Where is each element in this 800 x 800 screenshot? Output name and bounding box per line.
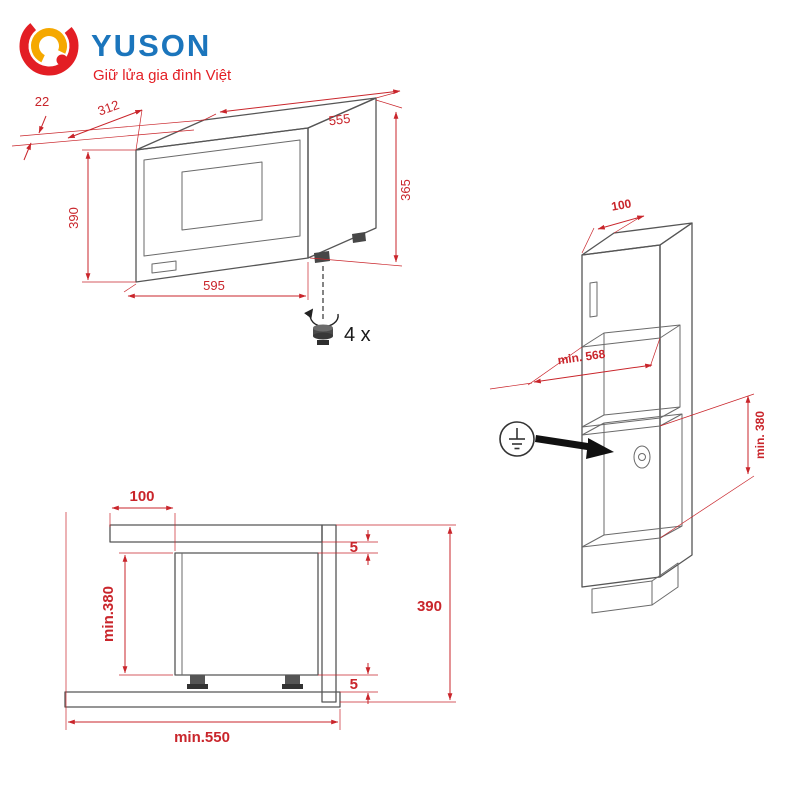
brand-logo: YUSON Giữ lửa gia đình Việt — [15, 8, 315, 92]
microwave-outline — [135, 97, 377, 283]
dim-height-side-label: 365 — [398, 179, 413, 201]
dim-width-bottom-label: 595 — [203, 278, 225, 293]
niche-section-diagram: 100 min.380 5 5 — [30, 480, 470, 780]
dimension-min550: min.550 — [65, 512, 341, 746]
brand-logo-icon — [19, 16, 79, 76]
dimension-min-380: min. 380 — [659, 393, 767, 539]
dim-gap-bottom-label: 5 — [350, 676, 358, 693]
cabinet-installation-diagram: 100 min. 568 min. 380 — [470, 195, 800, 615]
microwave-section-outline — [174, 552, 319, 676]
cabinet-outline — [581, 222, 693, 614]
dimension-390: 390 — [66, 149, 136, 283]
dimension-section-390: 390 — [336, 524, 456, 703]
cabinet-installation-svg: 100 min. 568 min. 380 — [489, 196, 767, 614]
dim-niche-height-label: min. 380 — [753, 411, 767, 459]
dimension-312: 312 — [67, 97, 143, 151]
dimension-gap-top: 5 — [318, 530, 378, 565]
dim-gap-top-label: 5 — [350, 539, 358, 556]
foot-icon — [313, 324, 333, 345]
power-outlet-icon — [633, 445, 651, 469]
dim-niche-width-label: min. 568 — [557, 347, 607, 368]
cabinet-door-handle — [589, 281, 598, 318]
rotation-arrow-icon — [304, 308, 339, 328]
dim-total-height-label: 390 — [417, 598, 442, 615]
dimension-cabinet-100: 100 — [581, 196, 645, 254]
dimension-section-min380: min.380 — [100, 552, 173, 676]
brand-name: YUSON — [91, 28, 211, 63]
niche-section-svg: 100 min.380 5 5 — [64, 488, 456, 746]
outlet-pointer-arrow-icon — [535, 435, 614, 459]
microwave-dimensions-diagram: 22 312 555 390 365 — [8, 88, 448, 388]
dimension-section-100: 100 — [109, 488, 176, 551]
niche-structure-outline — [64, 524, 341, 708]
microwave-dimensions-svg: 22 312 555 390 365 — [11, 89, 413, 346]
dimension-min-568: min. 568 — [489, 337, 661, 390]
dim-cabinet-top-depth-label: 100 — [610, 196, 632, 213]
foot-attached-front — [314, 251, 330, 263]
microwave-feet-icons — [187, 675, 303, 689]
earth-ground-icon — [499, 421, 535, 457]
foot-mounting-detail: 4 x — [304, 266, 371, 346]
dim-niche-interior-label: min.380 — [100, 586, 117, 642]
dim-depth-label: 312 — [96, 97, 122, 119]
dimension-555: 555 — [203, 89, 401, 129]
dimension-365: 365 — [309, 99, 413, 267]
feet-count-label: 4 x — [344, 324, 371, 346]
dimension-595: 595 — [123, 262, 309, 300]
dim-width-top-label: 555 — [328, 111, 351, 129]
dim-flange-label: 22 — [35, 94, 49, 109]
brand-logo-svg: YUSON Giữ lửa gia đình Việt — [19, 16, 232, 84]
dimension-gap-bottom: 5 — [318, 663, 378, 704]
dim-niche-depth-label: min.550 — [174, 729, 230, 746]
dim-height-front-label: 390 — [66, 207, 81, 229]
dim-setback-label: 100 — [129, 488, 154, 505]
brand-tagline: Giữ lửa gia đình Việt — [93, 67, 232, 84]
foot-attached-back — [352, 232, 366, 243]
